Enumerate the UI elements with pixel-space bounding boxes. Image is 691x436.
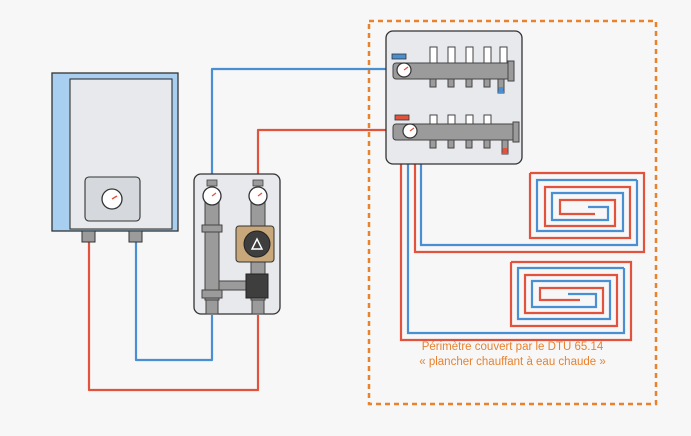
triangle-in-circle-icon [243,230,271,258]
valve-handle-icon [394,114,410,121]
pipes [87,67,395,392]
manifold-panel [385,30,523,165]
perimeter-caption: Périmètre couvert par le DTU 65.14 « pla… [370,340,655,370]
cold-return-pipe-bottom [134,240,214,362]
hot-flow-pipe-bottom [87,240,260,392]
caption-line-2: « plancher chauffant à eau chaude » [419,356,606,368]
pump-group [193,173,281,315]
upper-manifold [391,46,515,94]
pressure-gauge-icon [202,179,222,206]
lower-manifold [392,114,520,155]
valve-handle-icon [391,53,407,60]
caption-line-1: Périmètre couvert par le DTU 65.14 [421,341,604,353]
floor-heating-loops [399,160,646,342]
boiler [51,72,179,243]
cold-return-pipe-top [210,67,395,175]
pressure-gauge-icon [402,123,418,139]
hot-flow-pipe-top [256,128,395,175]
pressure-gauge-icon [101,188,123,210]
dtu-perimeter [367,19,658,406]
pressure-gauge-icon [248,179,268,206]
pressure-gauge-icon [396,62,412,78]
